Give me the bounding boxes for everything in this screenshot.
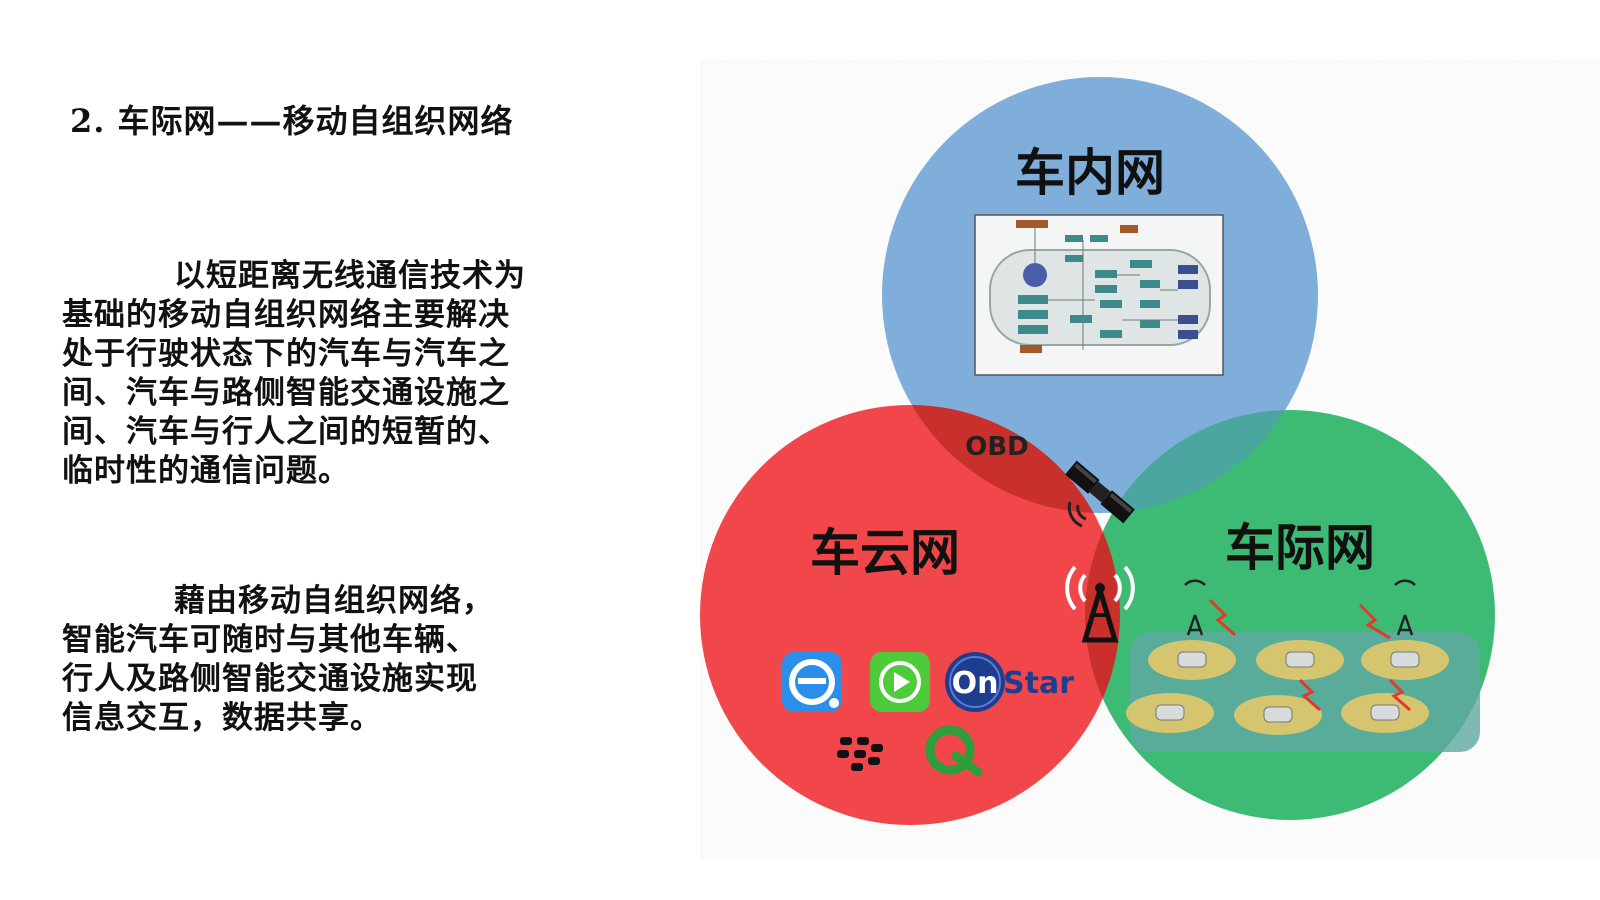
carplay-app-icon (870, 652, 930, 712)
onstar-on-text: On (952, 666, 999, 701)
paragraph-line: 基础的移动自组织网络主要解决 (62, 297, 510, 333)
satellite-signal-icon (1076, 504, 1087, 521)
paragraph-line: 临时性的通信问题。 (62, 453, 350, 489)
paragraph-line: 间、汽车与行人之间的短暂的、 (62, 414, 510, 450)
signal-tower-icon (1065, 565, 1135, 643)
page-heading: 2. 车际网——移动自组织网络 (70, 102, 514, 140)
paragraph-information-sharing: 藉由移动自组织网络， 智能汽车可随时与其他车辆、 行人及路侧智能交通设施实现 信… (62, 582, 542, 738)
navigation-app-icon (782, 652, 842, 712)
paragraph-ad-hoc-network-description: 以短距离无线通信技术为 基础的移动自组织网络主要解决 处于行驶状态下的汽车与汽车… (62, 257, 542, 491)
q-app-logo (925, 725, 983, 777)
paragraph-line: 行人及路侧智能交通设施实现 (62, 661, 478, 697)
blackberry-logo (837, 737, 883, 771)
paragraph-line: 间、汽车与路侧智能交通设施之 (62, 375, 510, 411)
satellite-icon (1065, 460, 1135, 524)
venn-diagram-svg: 车内网 车云网 车际网 OBD (700, 60, 1600, 860)
in-vehicle-network-label: 车内网 (1015, 144, 1165, 202)
onstar-logo: On Star (945, 652, 1074, 712)
paragraph-line: 智能汽车可随时与其他车辆、 (62, 622, 478, 658)
vehicle-network-schematic-image (974, 214, 1224, 376)
paragraph-line: 以短距离无线通信技术为 (174, 258, 526, 294)
vehicle-cloud-network-circle (700, 405, 1120, 825)
paragraph-line: 藉由移动自组织网络， (174, 583, 494, 619)
road-with-cars-image (1126, 579, 1480, 752)
obd-label: OBD (965, 432, 1029, 462)
paragraph-line: 处于行驶状态下的汽车与汽车之 (62, 336, 510, 372)
paragraph-line: 信息交互，数据共享。 (62, 700, 382, 736)
venn-diagram: 车内网 车云网 车际网 OBD (700, 60, 1600, 860)
onstar-star-text: Star (1003, 666, 1074, 701)
vehicle-cloud-network-label: 车云网 (810, 524, 960, 582)
inter-vehicle-network-label: 车际网 (1225, 519, 1375, 577)
